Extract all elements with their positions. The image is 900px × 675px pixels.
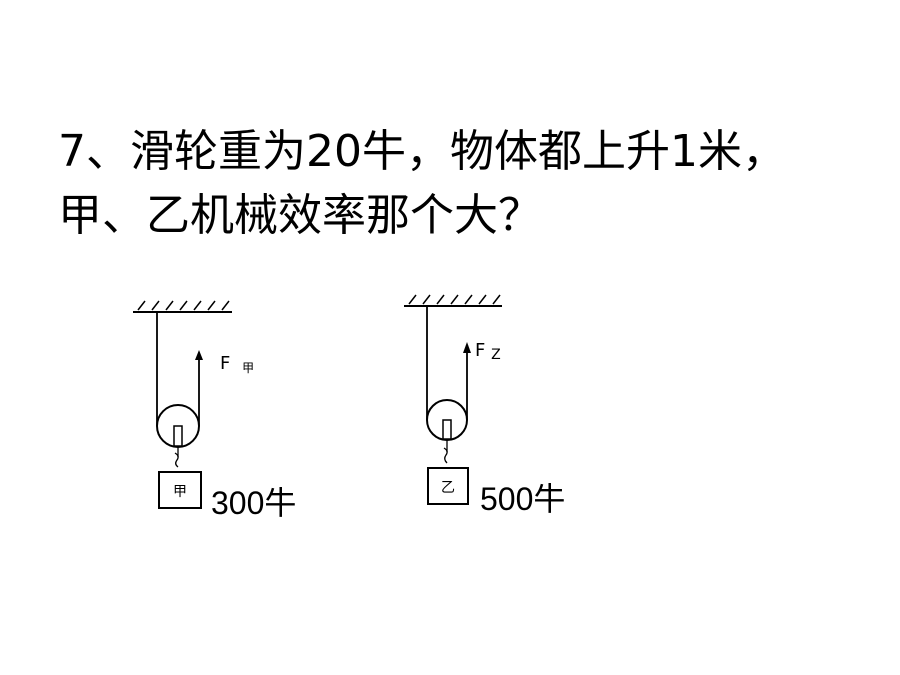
force-label-jia: F 甲: [220, 353, 254, 375]
block-label-jia: 甲: [173, 484, 187, 500]
force-label-yi: F Z: [475, 340, 501, 363]
force-arrow-yi: [463, 342, 471, 353]
force-label-yi-main: F: [475, 340, 485, 361]
ceiling-yi: [404, 294, 502, 307]
weight-block-jia: [158, 471, 202, 509]
force-label-jia-main: F: [220, 353, 230, 374]
pulley-wheel-jia: [156, 404, 200, 448]
block-label-yi: 乙: [441, 480, 455, 496]
question-line-2: 甲、乙机械效率那个大？: [58, 190, 542, 241]
hook-jia: [174, 446, 179, 468]
weight-label-jia: 300牛: [211, 485, 297, 521]
rope-yi: [426, 306, 468, 420]
question-text: 7、滑轮重为20牛，物体都上升1米， 甲、乙机械效率那个大？: [58, 120, 888, 248]
force-label-jia-sub: 甲: [242, 361, 254, 375]
pulley-wheel-yi: [426, 399, 468, 441]
rope-jia: [156, 312, 200, 426]
ceiling-jia: [133, 300, 232, 313]
pulley-diagram-jia: F 甲 甲: [133, 300, 254, 509]
pulley-diagram-yi: F Z 乙: [404, 294, 502, 505]
force-arrow-jia: [195, 350, 203, 360]
weight-block-yi: [427, 467, 469, 505]
weight-label-yi: 500牛: [480, 481, 566, 517]
question-line-1: 7、滑轮重为20牛，物体都上升1米，: [58, 126, 786, 177]
hook-yi: [443, 439, 448, 464]
force-label-yi-sub: Z: [491, 347, 501, 363]
